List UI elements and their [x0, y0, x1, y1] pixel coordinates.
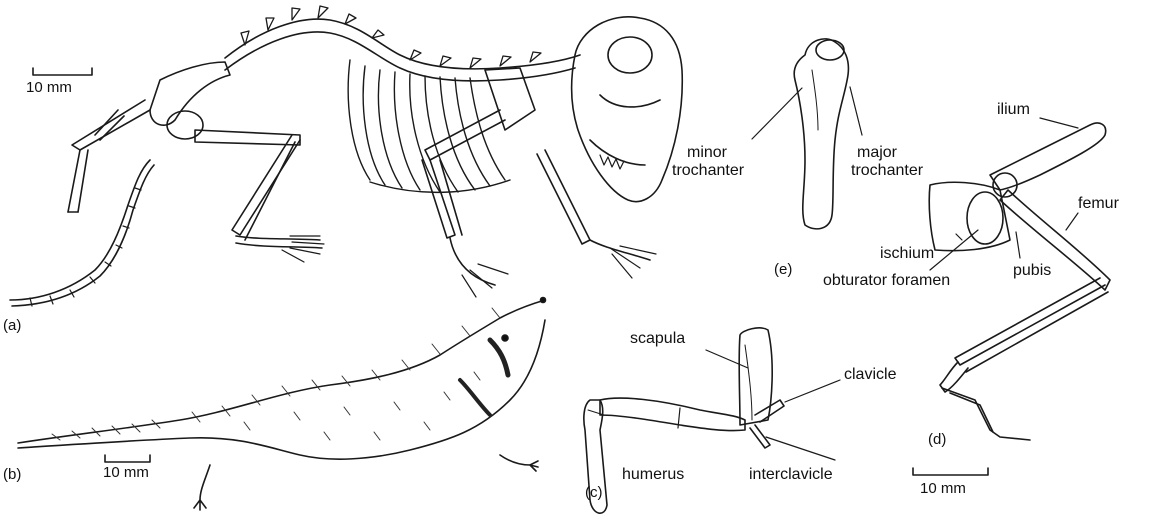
label-clavicle: clavicle — [844, 366, 896, 383]
label-femur: femur — [1078, 195, 1119, 212]
ischium-bone — [929, 182, 1010, 250]
animal-drawing — [18, 298, 546, 511]
label-major-trochanter-line1: major — [857, 144, 897, 161]
label-scapula: scapula — [630, 330, 685, 347]
scale-label-a: 10 mm — [26, 79, 72, 96]
panel-label-a: (a) — [3, 317, 21, 334]
tail-vertebrae — [10, 160, 150, 300]
scale-bar-b — [105, 455, 150, 462]
skeleton-drawing — [10, 6, 682, 306]
panel-label-c: (c) — [585, 484, 603, 501]
hind-femur — [195, 130, 300, 145]
label-minor-trochanter-line1: minor — [687, 144, 727, 161]
interclavicle-bone — [750, 425, 770, 448]
scale-bar-a — [33, 68, 92, 75]
label-major-trochanter-line2: trochanter — [851, 162, 923, 179]
scale-label-b: 10 mm — [103, 464, 149, 481]
label-obturator-foramen: obturator foramen — [823, 272, 950, 289]
panel-label-e: (e) — [774, 261, 792, 278]
vertebral-column — [225, 19, 580, 69]
label-interclavicle: interclavicle — [749, 466, 833, 483]
label-ilium: ilium — [997, 101, 1030, 118]
scapula-c — [739, 328, 772, 425]
humerus-bone — [600, 398, 745, 430]
panel-label-d: (d) — [928, 431, 946, 448]
scale-label-d: 10 mm — [920, 480, 966, 497]
femur-e-drawing — [794, 39, 848, 229]
label-humerus: humerus — [622, 466, 684, 483]
ilium-bone — [990, 123, 1106, 190]
panel-label-b: (b) — [3, 466, 21, 483]
label-pubis: pubis — [1013, 262, 1051, 279]
pelvis — [150, 62, 230, 125]
obturator-foramen-shape — [967, 192, 1003, 244]
shoulder-drawing — [584, 328, 784, 513]
pelvis-hindlimb-drawing — [929, 123, 1110, 440]
ribcage — [348, 60, 510, 192]
label-minor-trochanter-line2: trochanter — [672, 162, 744, 179]
label-ischium: ischium — [880, 245, 934, 262]
skull — [572, 17, 683, 202]
scale-bar-d — [913, 468, 988, 475]
